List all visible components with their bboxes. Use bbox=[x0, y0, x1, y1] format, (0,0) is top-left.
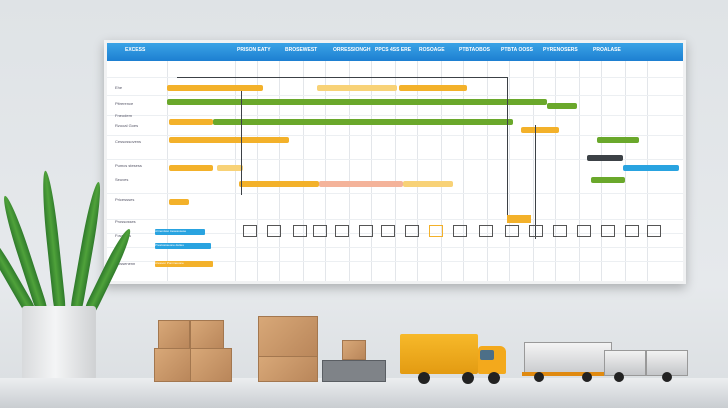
gantt-bar bbox=[403, 181, 453, 187]
wheel bbox=[534, 372, 544, 382]
row-label: Prossosses bbox=[115, 219, 136, 224]
header-col-0: EXCESS bbox=[125, 47, 146, 53]
cardboard-box bbox=[342, 340, 366, 360]
dependency-line bbox=[177, 77, 507, 78]
header-col-6: PTBTAOBOS bbox=[459, 47, 491, 53]
gantt-bar bbox=[169, 199, 189, 205]
gantt-bar bbox=[169, 119, 213, 125]
gantt-bar bbox=[399, 85, 467, 91]
header-col-8: PYRENOSERS bbox=[543, 47, 578, 53]
wheel bbox=[488, 372, 500, 384]
container-icon bbox=[479, 225, 493, 237]
cardboard-box bbox=[190, 320, 224, 350]
gantt-board: EXCESS PRISON EATY BROSEWEST ORRESSIONGH… bbox=[104, 40, 686, 284]
row-label: Pumcs stesess bbox=[115, 163, 142, 168]
shelf-icon bbox=[243, 225, 257, 237]
plant-pot bbox=[22, 306, 96, 380]
gantt-bar bbox=[587, 155, 623, 161]
truck-icon bbox=[505, 225, 519, 237]
cardboard-box bbox=[158, 320, 190, 350]
desk-icon bbox=[359, 225, 373, 237]
trolley-icon bbox=[453, 225, 467, 237]
trailer bbox=[604, 350, 646, 376]
gantt-bar bbox=[623, 165, 679, 171]
wheel bbox=[614, 372, 624, 382]
row-label: Cessossovens bbox=[115, 139, 142, 144]
row-label: Ehe bbox=[115, 85, 123, 90]
header-col-5: ROSOAGE bbox=[419, 47, 445, 53]
grid-icon bbox=[647, 225, 661, 237]
warehouse-icon bbox=[405, 225, 419, 237]
gantt-bar bbox=[597, 137, 639, 143]
wheel bbox=[462, 372, 474, 384]
pallet bbox=[322, 360, 386, 382]
package-icon bbox=[429, 225, 443, 237]
scanner-icon bbox=[529, 225, 543, 237]
gantt-bar bbox=[169, 137, 289, 143]
trailer bbox=[646, 350, 688, 376]
pallet-icon bbox=[335, 225, 349, 237]
gantt-bar bbox=[239, 181, 319, 187]
cardboard-box bbox=[258, 356, 318, 382]
shelving-icon bbox=[601, 225, 615, 237]
row-label: Fneodern bbox=[115, 113, 133, 118]
gantt-bar bbox=[167, 85, 263, 91]
trailer bbox=[524, 342, 612, 376]
tag-blue: Prestossseone dettes bbox=[155, 243, 211, 249]
conveyor-icon bbox=[553, 225, 567, 237]
header-col-3: ORRESSIONGH bbox=[333, 47, 371, 53]
wheel bbox=[582, 372, 592, 382]
header-col-1: PRISON EATY bbox=[237, 47, 271, 53]
cardboard-box bbox=[258, 316, 318, 358]
gantt-bar bbox=[317, 85, 397, 91]
trailer-stripe bbox=[522, 372, 612, 376]
row-label: Pitrerence bbox=[115, 101, 134, 106]
crate-icon bbox=[577, 225, 591, 237]
truck-cargo bbox=[400, 334, 478, 374]
row-label: Seuves bbox=[115, 177, 129, 182]
wheel bbox=[662, 372, 672, 382]
gantt-bar bbox=[169, 165, 213, 171]
row-label: Cossenenn bbox=[115, 261, 136, 266]
wheel bbox=[418, 372, 430, 384]
header-col-9: PROALASE bbox=[593, 47, 621, 53]
gantt-bar bbox=[521, 127, 559, 133]
tag-orange: Aresson Pommeoone bbox=[155, 261, 213, 267]
forklift-icon bbox=[381, 225, 395, 237]
row-label: Rzooal Goes bbox=[115, 123, 139, 128]
gantt-bar bbox=[591, 177, 625, 183]
header-col-4: PPCS 4SS ERE bbox=[375, 47, 412, 53]
cardboard-box bbox=[154, 348, 192, 382]
box-icon bbox=[313, 225, 327, 237]
gantt-bar bbox=[319, 181, 403, 187]
shelf bbox=[0, 378, 728, 408]
header-col-7: PTBTA OOSS bbox=[501, 47, 533, 53]
dependency-line bbox=[507, 77, 508, 217]
dependency-line bbox=[241, 91, 242, 195]
row-label: Pricessses bbox=[115, 197, 135, 202]
rack-icon bbox=[267, 225, 281, 237]
gantt-bar bbox=[217, 165, 243, 171]
truck-window bbox=[480, 350, 494, 360]
gantt-bar bbox=[167, 99, 547, 105]
milestone-marker bbox=[507, 215, 531, 223]
header-col-2: BROSEWEST bbox=[285, 47, 318, 53]
cardboard-box bbox=[190, 348, 232, 382]
gantt-bar bbox=[213, 119, 513, 125]
dependency-line bbox=[535, 125, 536, 239]
storage-icon bbox=[625, 225, 639, 237]
cart-icon bbox=[293, 225, 307, 237]
board-header: EXCESS PRISON EATY BROSEWEST ORRESSIONGH… bbox=[107, 43, 683, 61]
tag-blue: Armenisso Aesesosese bbox=[155, 229, 205, 235]
gantt-bar bbox=[547, 103, 577, 109]
